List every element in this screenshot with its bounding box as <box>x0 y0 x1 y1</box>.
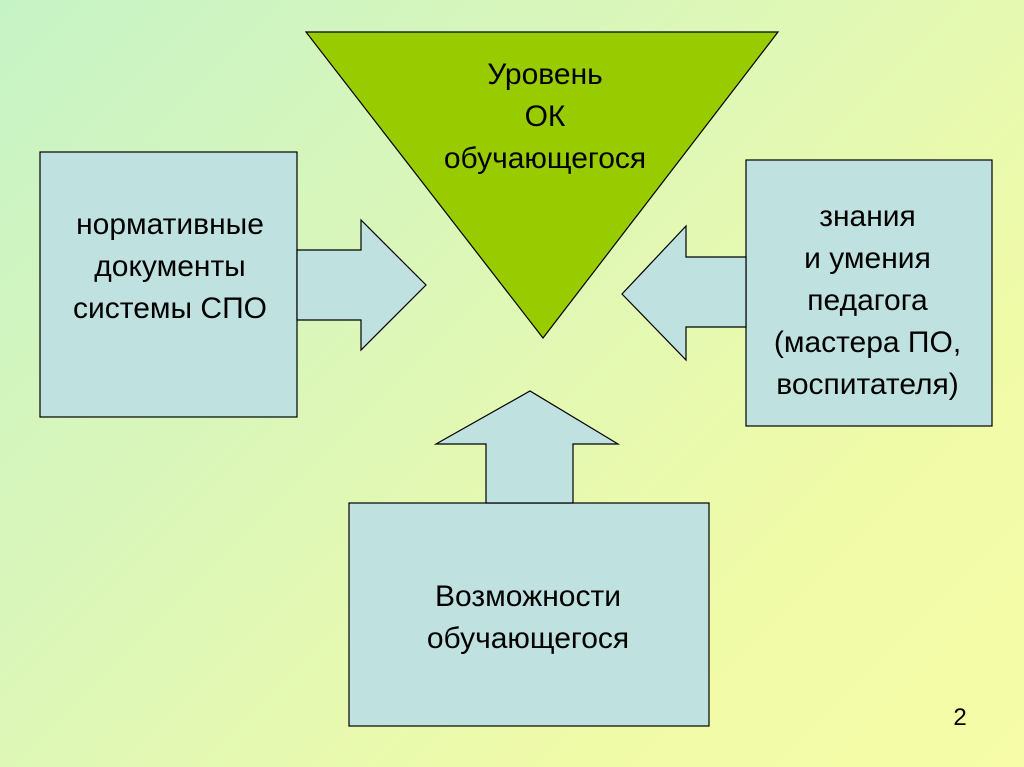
triangle-label-line: обучающегося <box>443 142 647 175</box>
left-box-label-line: документы <box>94 250 246 283</box>
left-box-label-line: системы СПО <box>73 292 267 325</box>
bottom-box-label-line: Возможности <box>435 580 621 613</box>
triangle-label-line: Уровень <box>487 58 603 91</box>
left-box-label-line: нормативные <box>76 208 264 241</box>
right-box-label-line: знания <box>819 200 916 233</box>
right-box-label: знания и умения педагога (мастера ПО, во… <box>740 196 995 406</box>
right-box-label-line: воспитателя) <box>776 368 959 401</box>
triangle-label: Уровень ОК обучающегося <box>380 54 710 180</box>
right-arrow <box>621 224 747 362</box>
triangle-label-line: ОК <box>524 100 566 133</box>
right-box-label-line: педагога <box>807 284 928 317</box>
right-box-label-line: (мастера ПО, <box>773 326 962 359</box>
page-number: 2 <box>953 704 967 731</box>
left-box-label: нормативные документы системы СПО <box>20 204 320 330</box>
bottom-arrow <box>433 390 621 504</box>
level-triangle <box>304 31 780 339</box>
bottom-box-label-line: обучающегося <box>426 622 630 655</box>
right-box <box>745 159 993 427</box>
left-box <box>39 151 298 418</box>
bottom-box <box>348 502 710 727</box>
bottom-box-label: Возможности обучающегося <box>348 576 708 660</box>
right-box-label-line: и умения <box>804 242 931 275</box>
left-arrow <box>296 218 427 352</box>
